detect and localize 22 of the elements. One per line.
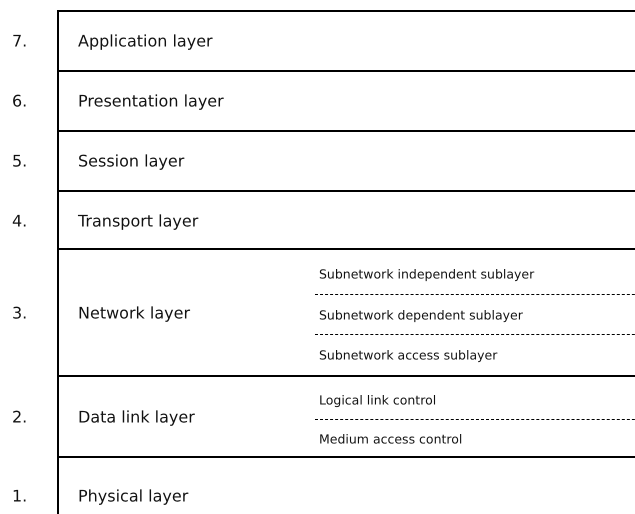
layer-name: Transport layer: [78, 212, 198, 230]
layer-band: [57, 10, 635, 72]
layer-number: 2.: [12, 407, 28, 426]
sublayer-name: Logical link control: [319, 392, 436, 408]
layer-band: [57, 375, 635, 458]
layer-number: 3.: [12, 303, 28, 322]
layer-name: Data link layer: [78, 407, 195, 426]
layer-number: 6.: [12, 92, 28, 110]
layer-name: Application layer: [78, 32, 213, 50]
layer-name: Presentation layer: [78, 92, 224, 110]
layer-number: 4.: [12, 212, 28, 230]
sublayer-name: Medium access control: [319, 431, 462, 446]
layer-name: Session layer: [78, 152, 184, 170]
sublayer-name: Subnetwork access sublayer: [319, 347, 498, 362]
layer-number: 5.: [12, 152, 28, 170]
layer-band: [57, 248, 635, 377]
layer-name: Network layer: [78, 303, 190, 322]
layer-name: Physical layer: [78, 486, 188, 506]
layer-number: 1.: [12, 486, 28, 506]
sublayer-name: Subnetwork independent sublayer: [319, 266, 534, 282]
layer-number: 7.: [12, 32, 28, 50]
sublayer-name: Subnetwork dependent sublayer: [319, 307, 523, 322]
